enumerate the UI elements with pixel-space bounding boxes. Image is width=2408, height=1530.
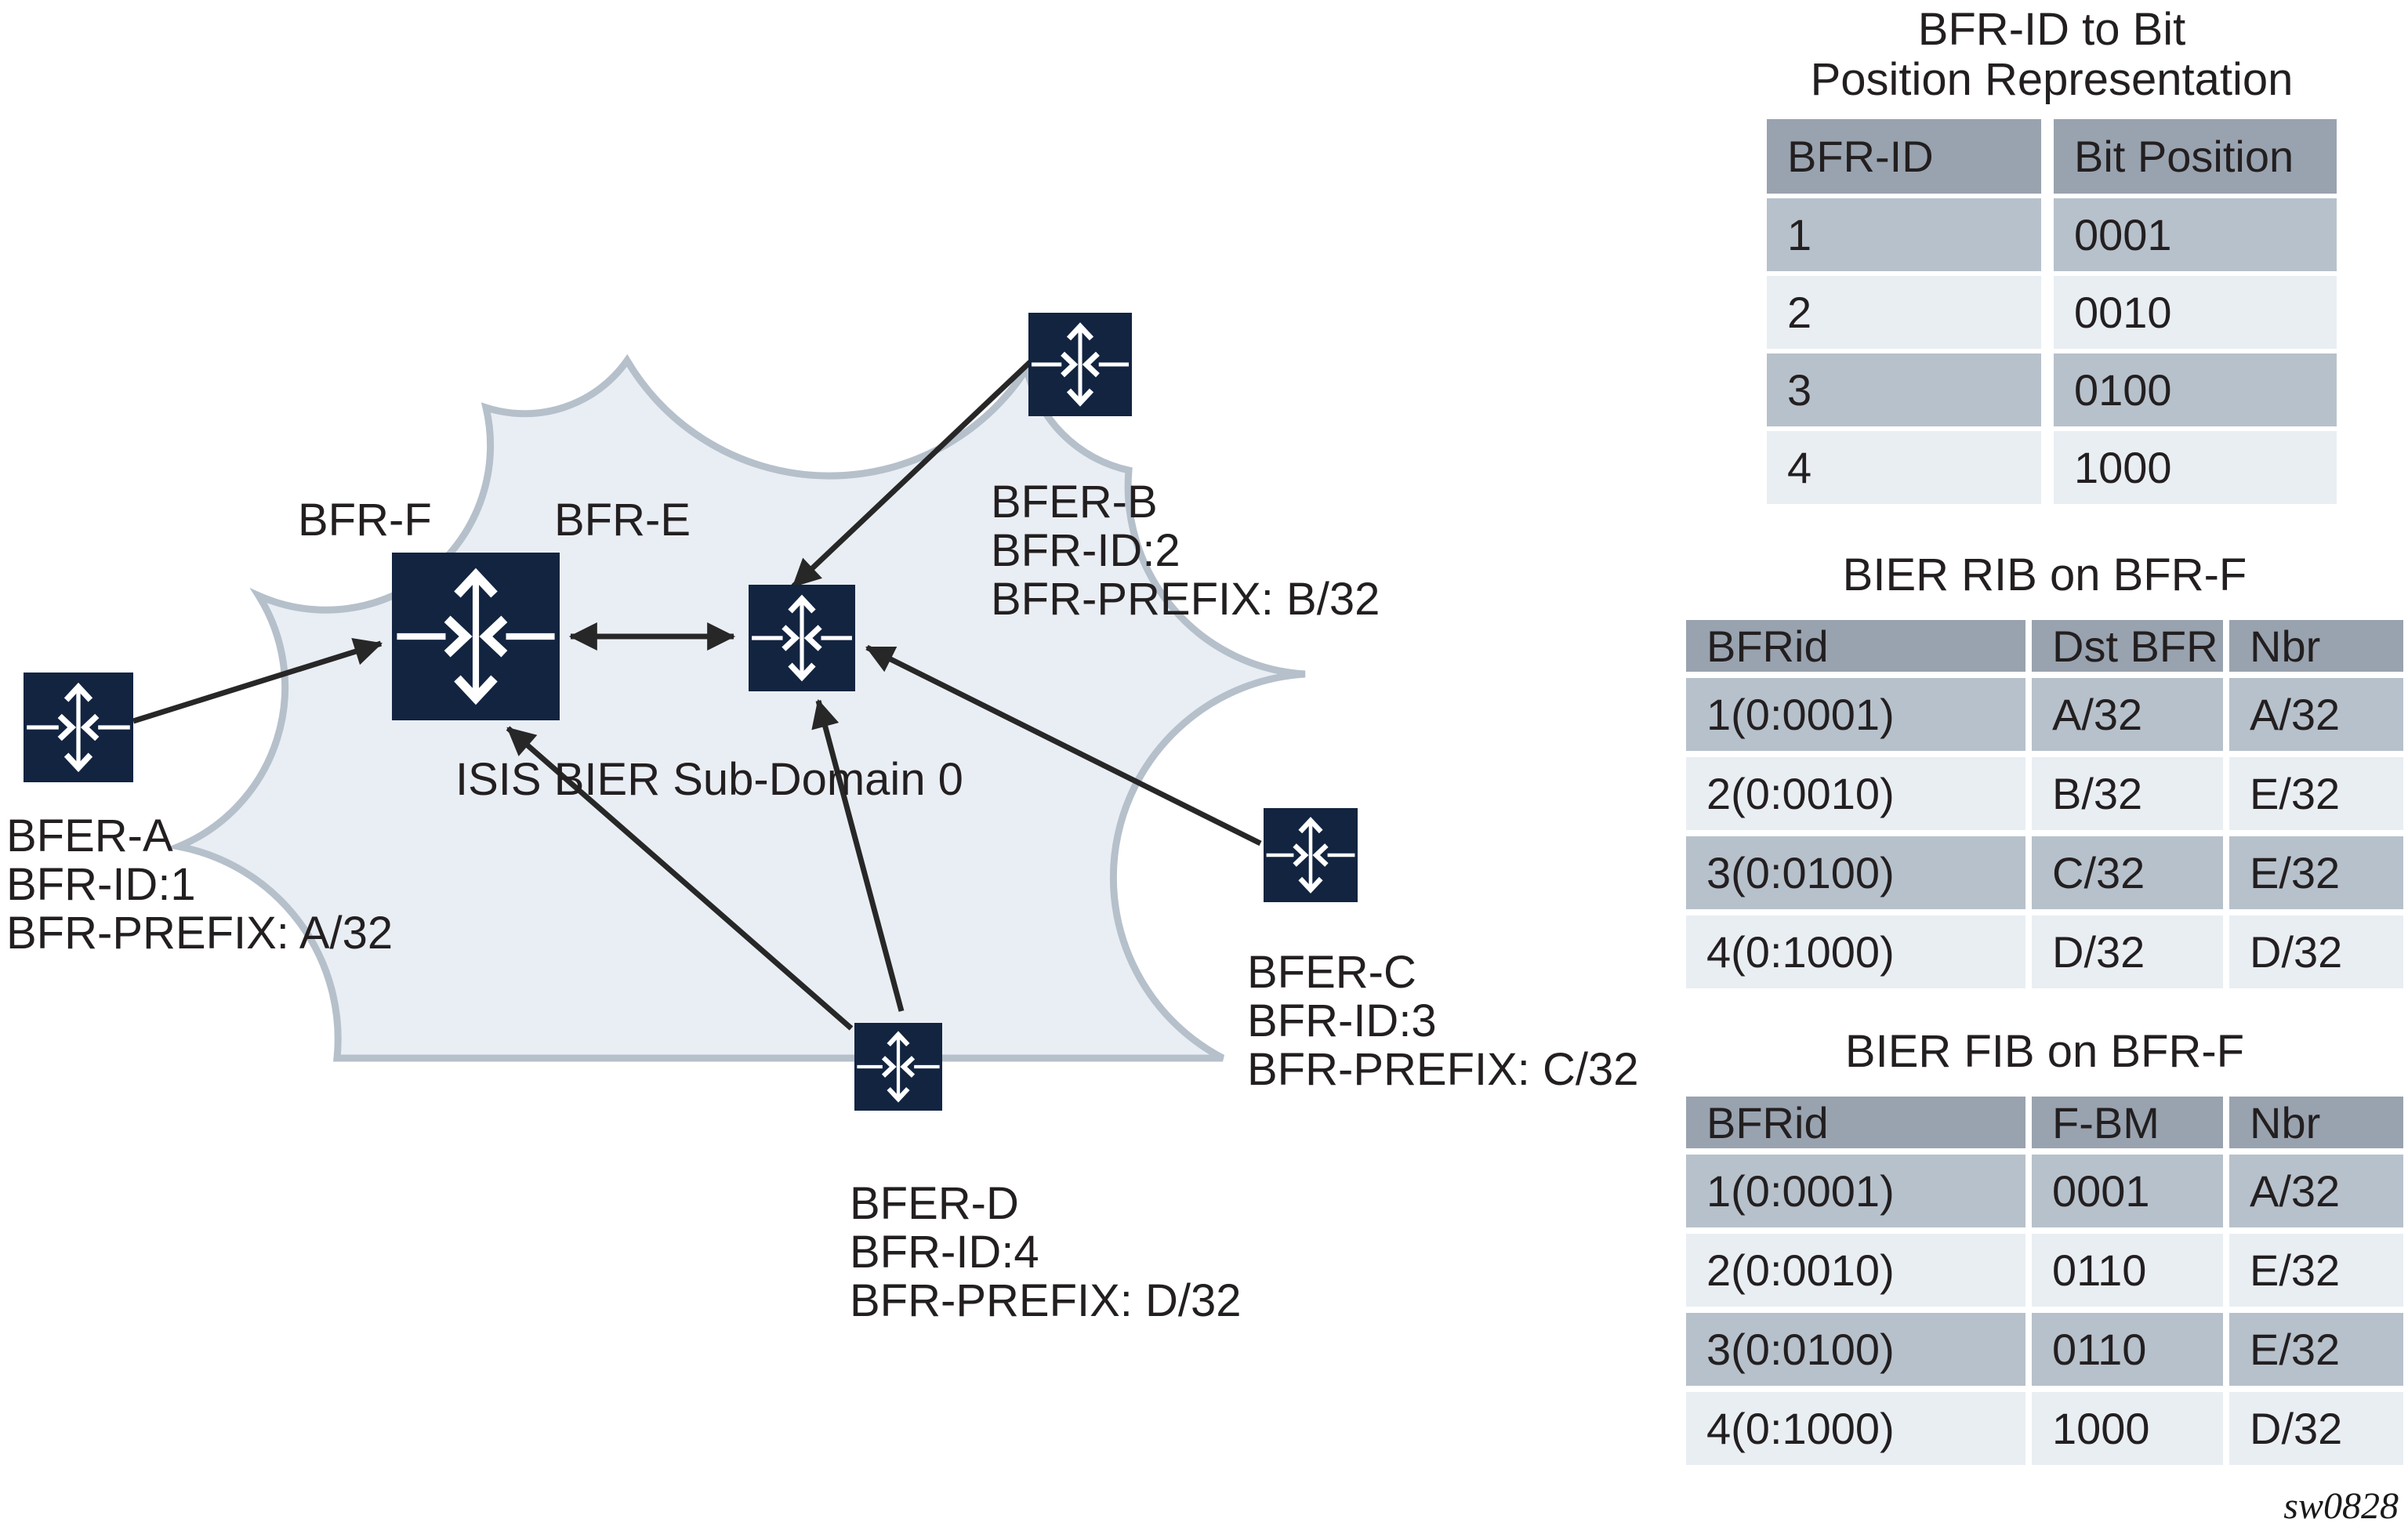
svg-text:BFR-ID:1: BFR-ID:1 — [6, 859, 196, 910]
svg-text:BFR-PREFIX: D/32: BFR-PREFIX: D/32 — [850, 1275, 1242, 1326]
table-cell: A/32 — [2229, 1155, 2403, 1227]
svg-text:BFR-ID:3: BFR-ID:3 — [1247, 995, 1437, 1046]
svg-text:BFR-ID:4: BFR-ID:4 — [850, 1227, 1039, 1278]
bfer-b-label: BFER-B BFR-ID:2 BFR-PREFIX: B/32 — [991, 477, 1380, 625]
figure-watermark: sw0828 — [2283, 1485, 2399, 1527]
table-cell: D/32 — [2229, 1392, 2403, 1465]
table-cell: 0110 — [2032, 1234, 2223, 1307]
table-cell: A/32 — [2229, 678, 2403, 751]
table-cell: A/32 — [2032, 678, 2223, 751]
rib-table-title: BIER RIB on BFR-F — [1842, 549, 2247, 600]
table-cell: 2 — [1767, 276, 2041, 349]
table-cell: 1(0:0001) — [1686, 678, 2025, 751]
link-bferb-to-bfre — [791, 360, 1032, 589]
column-header: Dst BFR — [2032, 620, 2223, 672]
link-bferc-to-bfre — [865, 644, 1262, 847]
isis-subdomain-label: ISIS BIER Sub-Domain 0 — [455, 754, 963, 805]
table-cell: 4(0:1000) — [1686, 1392, 2025, 1465]
isis-cloud — [166, 353, 1306, 1062]
fib-table-title: BIER FIB on BFR-F — [1844, 1026, 2245, 1077]
rib-table: BFRid Dst BFR Nbr 1(0:0001) A/32 A/32 2(… — [1686, 620, 2403, 988]
svg-text:BFR-ID:2: BFR-ID:2 — [991, 525, 1180, 576]
table-cell: 1(0:0001) — [1686, 1155, 2025, 1227]
svg-text:BFER-A: BFER-A — [6, 810, 173, 861]
link-bferd-to-bfrf — [506, 726, 854, 1031]
table-cell: C/32 — [2032, 836, 2223, 909]
svg-text:BFER-C: BFER-C — [1247, 947, 1416, 998]
router-icon-bfer-a — [24, 673, 133, 782]
table-cell: 2(0:0010) — [1686, 757, 2025, 830]
svg-text:BFR-PREFIX: B/32: BFR-PREFIX: B/32 — [991, 574, 1380, 625]
svg-text:BFER-D: BFER-D — [850, 1178, 1019, 1229]
table-cell: 0110 — [2032, 1313, 2223, 1386]
table-cell: D/32 — [2032, 915, 2223, 988]
bit-position-table: BFR-ID Bit Position 1 0001 2 0010 3 0100… — [1767, 119, 2337, 504]
column-header: F-BM — [2032, 1097, 2223, 1148]
bfr-e-label: BFR-E — [554, 495, 691, 546]
table-cell: E/32 — [2229, 757, 2403, 830]
table-cell: 1000 — [2054, 431, 2337, 504]
router-icon-bfer-d — [854, 1023, 942, 1111]
bfer-c-label: BFER-C BFR-ID:3 BFR-PREFIX: C/32 — [1247, 947, 1639, 1095]
column-header: BFRid — [1686, 620, 2025, 672]
column-header: BFR-ID — [1767, 119, 2041, 194]
table-cell: 3(0:0100) — [1686, 836, 2025, 909]
svg-text:BFR-PREFIX: A/32: BFR-PREFIX: A/32 — [6, 908, 393, 959]
bfer-d-label: BFER-D BFR-ID:4 BFR-PREFIX: D/32 — [850, 1178, 1242, 1326]
table-cell: 0001 — [2054, 198, 2337, 271]
table-cell: E/32 — [2229, 1313, 2403, 1386]
table-cell: B/32 — [2032, 757, 2223, 830]
fib-table: BFRid F-BM Nbr 1(0:0001) 0001 A/32 2(0:0… — [1686, 1097, 2403, 1465]
table-cell: 3(0:0100) — [1686, 1313, 2025, 1386]
table-cell: 3 — [1767, 353, 2041, 426]
table-cell: 0001 — [2032, 1155, 2223, 1227]
table-cell: 4(0:1000) — [1686, 915, 2025, 988]
table-cell: 1 — [1767, 198, 2041, 271]
link-bferd-to-bfre — [811, 698, 905, 1012]
table-cell: 1000 — [2032, 1392, 2223, 1465]
bfr-f-label: BFR-F — [298, 495, 432, 546]
bfer-a-label: BFER-A BFR-ID:1 BFR-PREFIX: A/32 — [6, 810, 393, 959]
table-cell: D/32 — [2229, 915, 2403, 988]
router-icon-bfr-e — [749, 585, 855, 691]
svg-text:BFR-PREFIX: C/32: BFR-PREFIX: C/32 — [1247, 1044, 1639, 1095]
column-header: Bit Position — [2054, 119, 2337, 194]
svg-text:BFER-B: BFER-B — [991, 477, 1158, 528]
router-icon-bfer-c — [1264, 808, 1358, 902]
column-header: BFRid — [1686, 1097, 2025, 1148]
router-icon-bfer-b — [1028, 313, 1132, 416]
table-cell: 0100 — [2054, 353, 2337, 426]
column-header: Nbr — [2229, 620, 2403, 672]
table-cell: E/32 — [2229, 1234, 2403, 1307]
network-diagram: BFR-F BFR-E ISIS BIER Sub-Domain 0 BFER-… — [6, 0, 1639, 1326]
link-bfera-to-bfrf — [132, 637, 383, 724]
table-cell: 2(0:0010) — [1686, 1234, 2025, 1307]
table-cell: 4 — [1767, 431, 2041, 504]
column-header: Nbr — [2229, 1097, 2403, 1148]
router-icon-bfr-f — [392, 553, 560, 720]
bit-position-table-title: BFR-ID to Bit Position Representation — [1810, 4, 2294, 105]
table-cell: 0010 — [2054, 276, 2337, 349]
table-cell: E/32 — [2229, 836, 2403, 909]
